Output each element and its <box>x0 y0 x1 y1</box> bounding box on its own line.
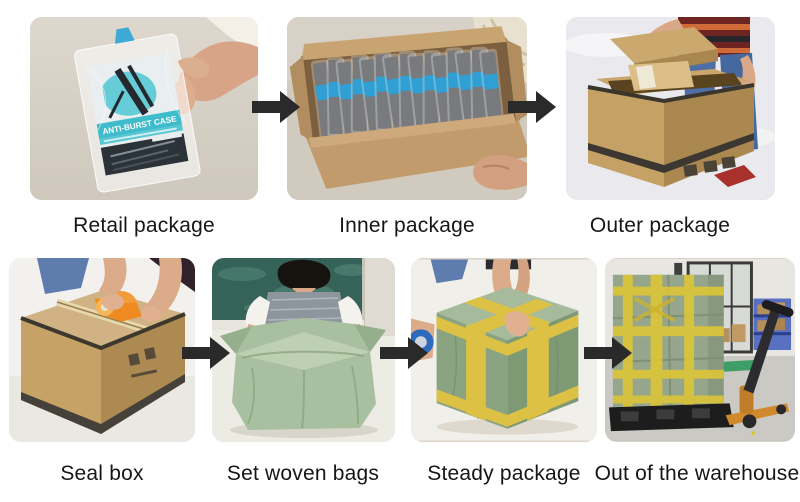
arm <box>513 259 530 299</box>
open-carton <box>289 26 527 189</box>
photo-inner-package <box>287 17 527 200</box>
hair <box>277 259 331 290</box>
carton <box>20 290 186 434</box>
pallet-jack <box>725 300 794 429</box>
wrapped-stack <box>612 274 724 408</box>
photo-set-woven-bags <box>212 258 395 442</box>
green-woven-bag <box>220 318 386 430</box>
wheel <box>776 404 787 415</box>
inner-package-scene <box>287 17 527 200</box>
large-carton <box>587 61 755 187</box>
arrow-right-icon <box>508 91 556 123</box>
hand <box>473 154 527 190</box>
finger-line <box>482 164 510 170</box>
edge-band <box>20 312 186 351</box>
edge-band <box>587 83 755 104</box>
arrow-right-icon <box>584 337 632 369</box>
photo-outer-package <box>566 17 775 200</box>
photo-seal-box <box>9 258 195 442</box>
jack-handle <box>743 308 781 394</box>
gripping-fingers <box>178 57 210 79</box>
hand-on-dispenser <box>102 294 124 310</box>
pallet-slots <box>620 408 710 422</box>
tape-cross <box>633 296 676 323</box>
bag-folds <box>241 350 365 429</box>
hand <box>178 41 258 102</box>
red-shoe <box>714 165 756 187</box>
step-label: Inner package <box>339 214 475 237</box>
hand-on-package <box>504 311 530 337</box>
step-label: Retail package <box>73 214 215 237</box>
outer-package-scene <box>566 17 775 200</box>
step-label: Out of the warehouse <box>594 462 800 485</box>
cardboard-box <box>731 324 746 343</box>
green-cart <box>721 359 758 372</box>
step-label: Seal box <box>60 462 144 485</box>
print-icons <box>128 347 158 378</box>
retail-package-scene: ANTI-BURST CASE <box>30 17 258 200</box>
white-wall <box>364 258 395 336</box>
seal-box-scene <box>9 258 195 442</box>
case-packaging-card: ANTI-BURST CASE <box>87 53 189 176</box>
arrow-right-icon <box>182 337 230 369</box>
handling-icons <box>683 156 736 177</box>
plastic-retail-bag: ANTI-BURST CASE <box>74 27 201 193</box>
jeans <box>430 259 469 284</box>
photo-retail-package: ANTI-BURST CASE <box>30 17 258 200</box>
front-rim <box>308 113 517 148</box>
bag-crinkle <box>83 65 107 131</box>
step-label: Set woven bags <box>226 462 380 485</box>
step-label: Outer package <box>589 214 731 237</box>
black-band <box>588 133 754 173</box>
photo-out-of-warehouse <box>605 258 795 442</box>
arrow-right-icon <box>252 91 300 123</box>
floor-debris <box>751 431 756 436</box>
bag-crinkle <box>165 46 187 124</box>
wall-corner <box>362 258 365 336</box>
arrow-right-icon <box>380 337 428 369</box>
strapped-package-scene <box>411 259 597 441</box>
bag-hanger <box>114 27 135 44</box>
wrapped-cube <box>436 287 579 429</box>
warehouse-scene <box>605 258 795 442</box>
paper <box>636 65 656 89</box>
white-sleeve <box>245 296 270 330</box>
step-label: Steady package <box>427 462 581 485</box>
arm <box>145 258 183 318</box>
back-flap <box>301 26 507 61</box>
wheel <box>742 414 757 429</box>
white-sleeve <box>338 296 363 330</box>
yellow-tape-grid <box>612 274 724 408</box>
arm <box>99 258 127 300</box>
jeans <box>37 258 89 294</box>
woven-bag-scene <box>212 258 395 442</box>
handle-grip <box>761 300 794 317</box>
photo-steady-package <box>411 258 597 442</box>
hand <box>141 306 161 322</box>
